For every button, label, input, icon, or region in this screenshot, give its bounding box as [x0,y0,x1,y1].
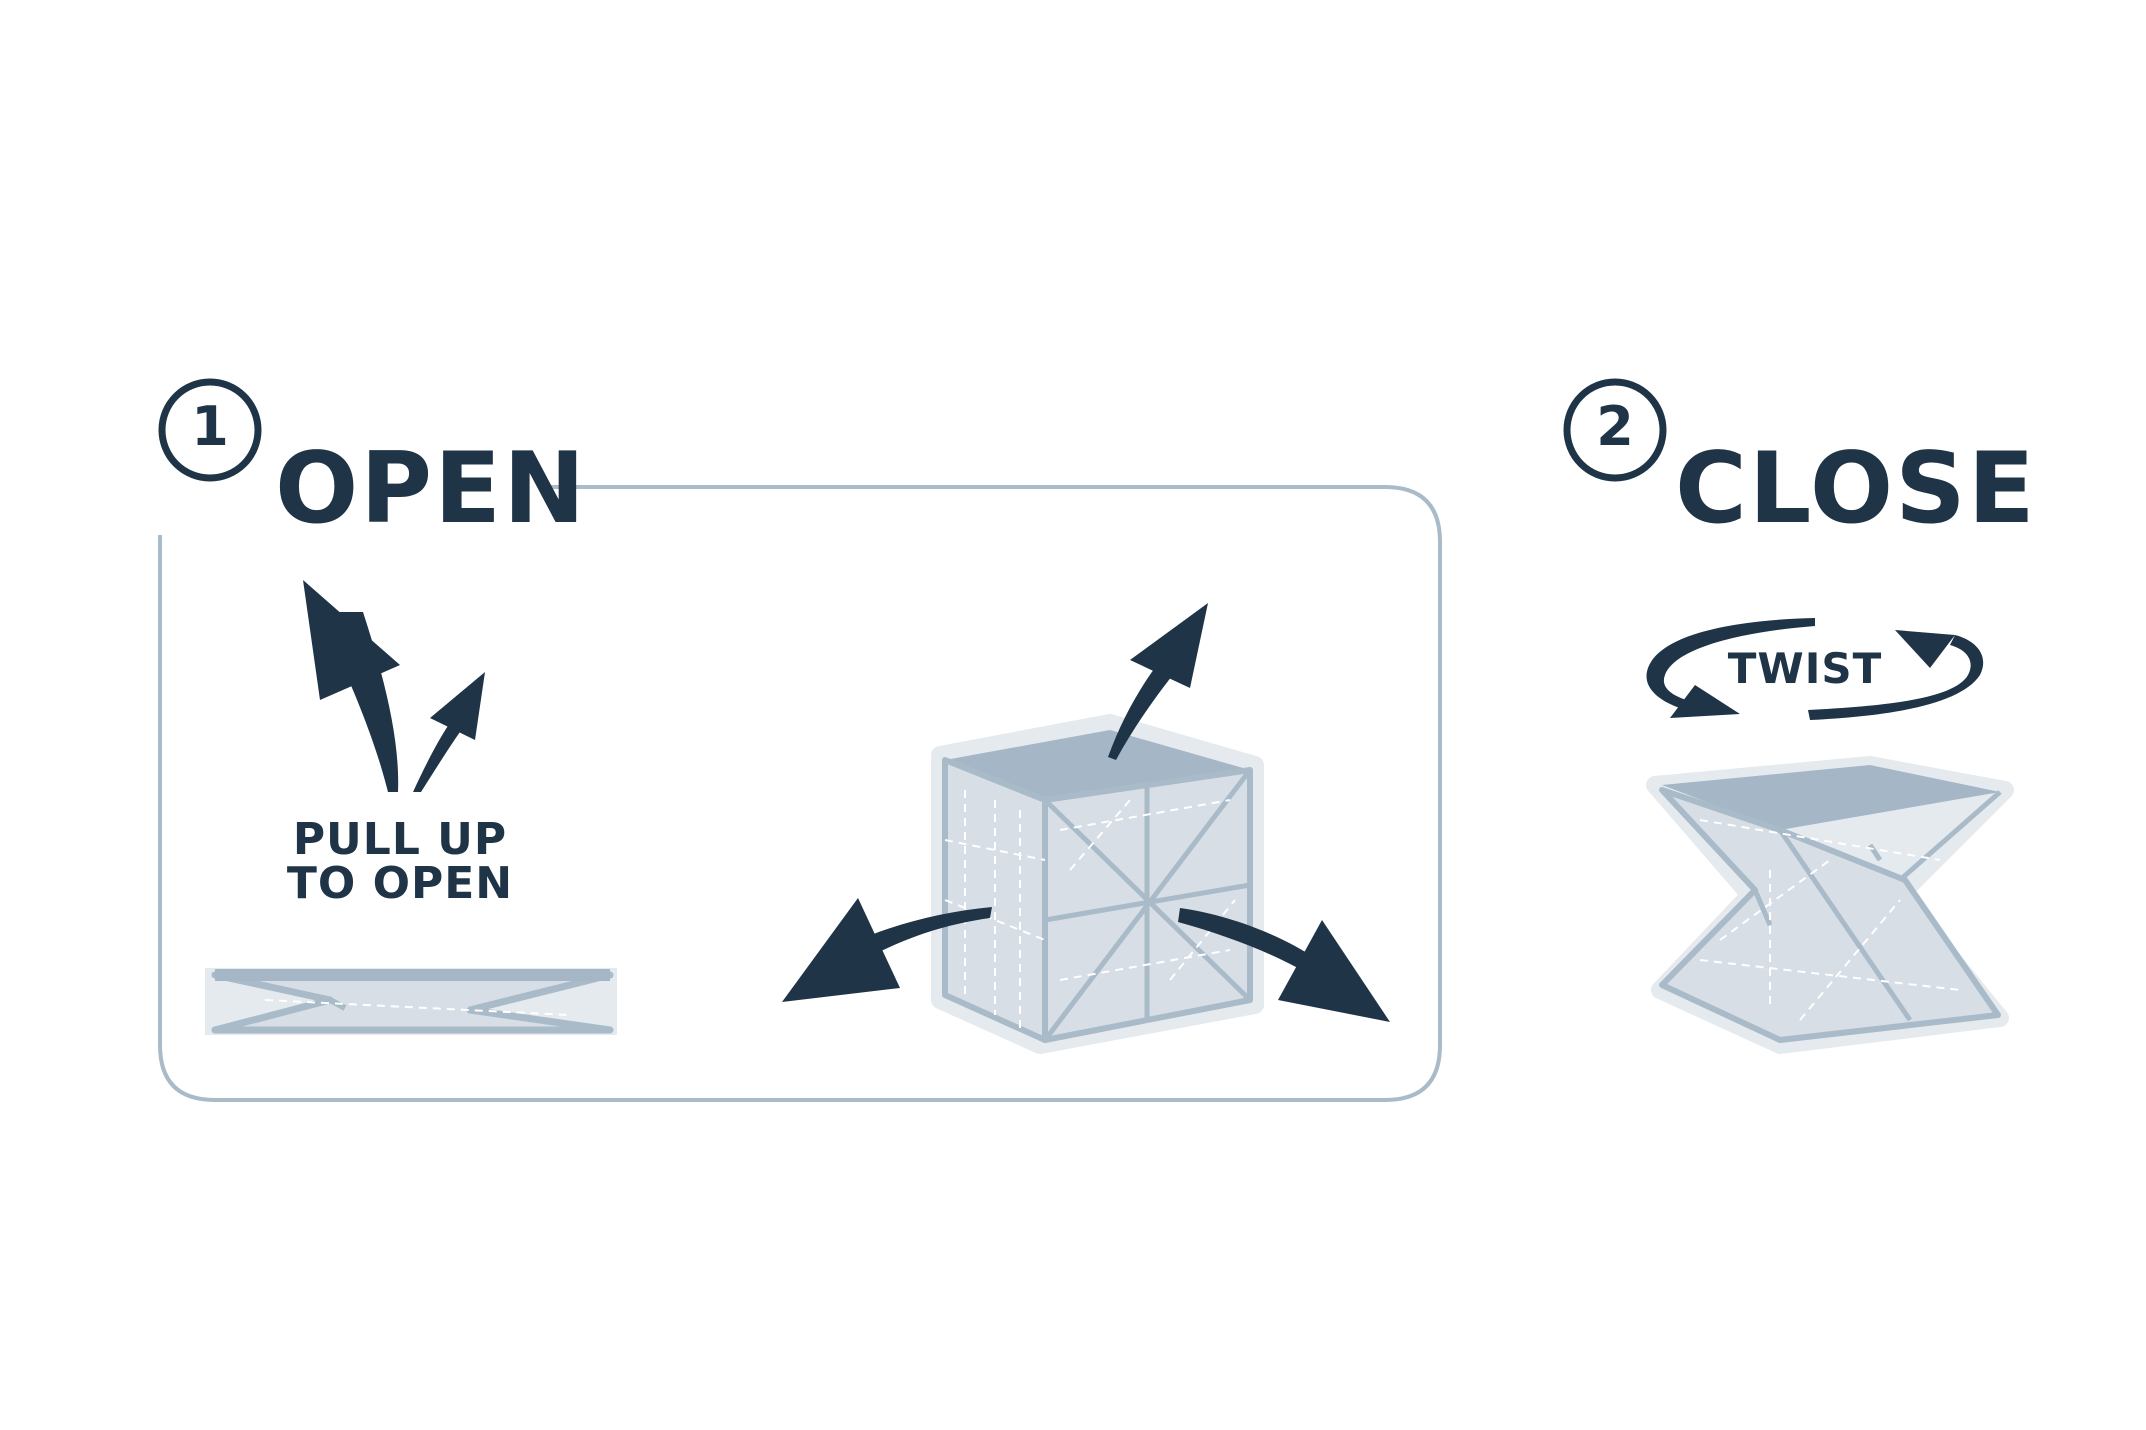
twist-arrow-icon [1646,618,1984,720]
open-title: OPEN [275,432,588,546]
step2-circle-outline [1563,378,1667,482]
step1-circle-outline [158,378,262,482]
pull-up-arrow-icon [303,580,400,792]
pull-up-label: PULL UP [292,814,508,865]
cube-right-arrow-icon [1178,908,1390,1022]
cube-left-arrow-icon [782,898,992,1002]
cube-up-arrow-icon [1108,603,1208,760]
close-title: CLOSE [1675,432,2037,546]
step1-number: 1 [191,395,229,458]
open-frame [158,485,1442,1102]
flat-folded-cube [205,968,617,1035]
twist-label: TWIST [1727,644,1883,693]
open-cube [931,714,1264,1054]
twisted-cube [1646,756,2014,1054]
to-open-label: TO OPEN [286,858,514,909]
pull-up-small-arrow-icon [413,672,485,792]
step2-number: 2 [1596,395,1634,458]
